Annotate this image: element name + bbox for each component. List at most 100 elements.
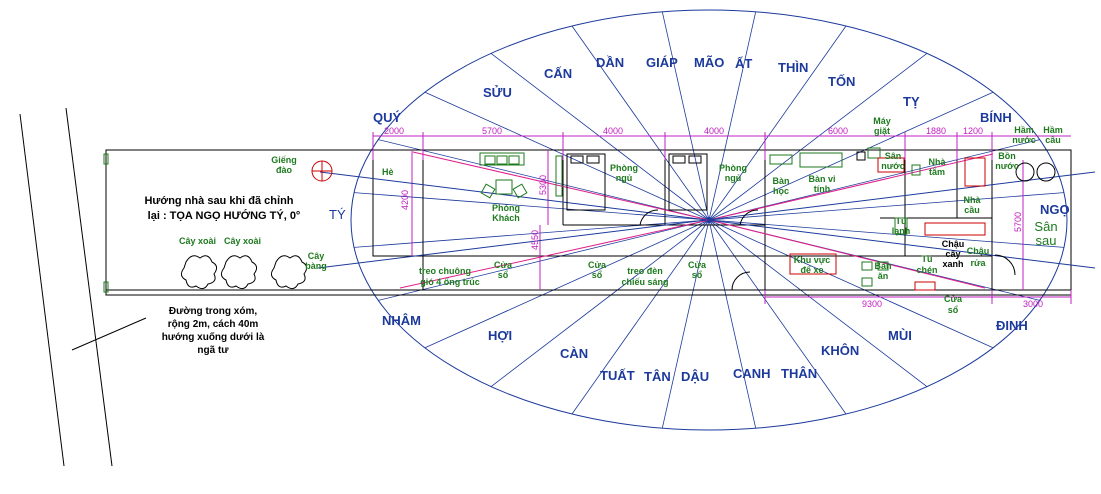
dir-than: THÂN xyxy=(781,366,817,381)
compass-ray xyxy=(708,139,1040,221)
dim-5700v: 5700 xyxy=(1013,212,1023,232)
dimension-lines xyxy=(372,132,1072,304)
dim-1880: 1880 xyxy=(926,126,946,136)
windows xyxy=(103,153,563,293)
compass-ray xyxy=(354,192,710,221)
label-cay-xoai-2: Cây xoài xyxy=(224,236,261,246)
dir-mao: MÃO xyxy=(694,55,724,70)
dir-suu: SỬU xyxy=(483,85,512,100)
compass-ray xyxy=(490,219,710,387)
compass-ray xyxy=(490,53,710,221)
dim-5700: 5700 xyxy=(482,126,502,136)
dir-khon: KHÔN xyxy=(821,343,859,358)
label-he: Hè xyxy=(382,167,394,177)
dim-4200: 4200 xyxy=(400,190,410,210)
compass-ray xyxy=(708,219,847,415)
secondary-axis xyxy=(317,171,1096,269)
compass-ray xyxy=(661,219,710,429)
compass-ray xyxy=(708,219,994,349)
compass-ray xyxy=(708,219,928,387)
septic-tank-icon xyxy=(1036,162,1056,182)
dir-giap: GIÁP xyxy=(646,55,678,70)
dim-4000b: 4000 xyxy=(704,126,724,136)
dir-nham: NHÂM xyxy=(382,313,421,328)
bed-icon xyxy=(566,153,708,211)
dir-ty: TỴ xyxy=(903,94,920,109)
dir-ngo-east: NGỌ xyxy=(1040,202,1070,217)
dir-tuat: TUẤT xyxy=(600,368,635,383)
doors xyxy=(639,209,1016,291)
dim-5300: 5300 xyxy=(538,175,548,195)
dir-hoi: HỢI xyxy=(488,328,512,343)
dir-thin: THÌN xyxy=(778,60,808,75)
compass-ray xyxy=(708,25,847,221)
road xyxy=(19,107,147,467)
dir-dinh: ĐINH xyxy=(996,318,1028,333)
desk-icon xyxy=(769,147,986,187)
compass-ray xyxy=(424,219,710,349)
compass-ray xyxy=(661,11,710,221)
water-tank-icon xyxy=(1015,162,1035,182)
dim-4000a: 4000 xyxy=(603,126,623,136)
dir-at: ẤT xyxy=(735,56,752,71)
dir-dau: DẬU xyxy=(681,369,709,384)
compass-ray xyxy=(708,53,928,221)
dir-can: CẤN xyxy=(544,66,572,81)
compass-ray xyxy=(378,139,710,221)
kitchen-icon xyxy=(789,217,986,291)
dir-dan: DẦN xyxy=(596,55,624,70)
dim-4550: 4550 xyxy=(530,230,540,250)
sofa-icon xyxy=(479,152,528,199)
compass-ray xyxy=(378,219,710,301)
dir-mui: MÙI xyxy=(888,328,912,343)
compass-ray xyxy=(571,25,710,221)
compass-ellipse xyxy=(350,9,1068,431)
dim-9300: 9300 xyxy=(862,299,882,309)
dim-1200: 1200 xyxy=(963,126,983,136)
compass-ray xyxy=(571,219,710,415)
dir-binh: BÍNH xyxy=(980,110,1012,125)
dir-tan: TÂN xyxy=(644,369,671,384)
dir-quy: QUÝ xyxy=(373,110,402,125)
label-cay-xoai-1: Cây xoài xyxy=(179,236,216,246)
dim-3000: 3000 xyxy=(1023,299,1043,309)
compass-ray xyxy=(708,91,994,221)
tree-icon xyxy=(180,255,308,290)
dir-canh: CANH xyxy=(733,366,771,381)
axis-lines xyxy=(399,151,994,289)
dir-ty-west: TÝ xyxy=(329,207,346,222)
compass-rays xyxy=(354,11,1064,429)
compass-ray xyxy=(708,11,757,221)
dir-ton: TỐN xyxy=(828,74,855,89)
